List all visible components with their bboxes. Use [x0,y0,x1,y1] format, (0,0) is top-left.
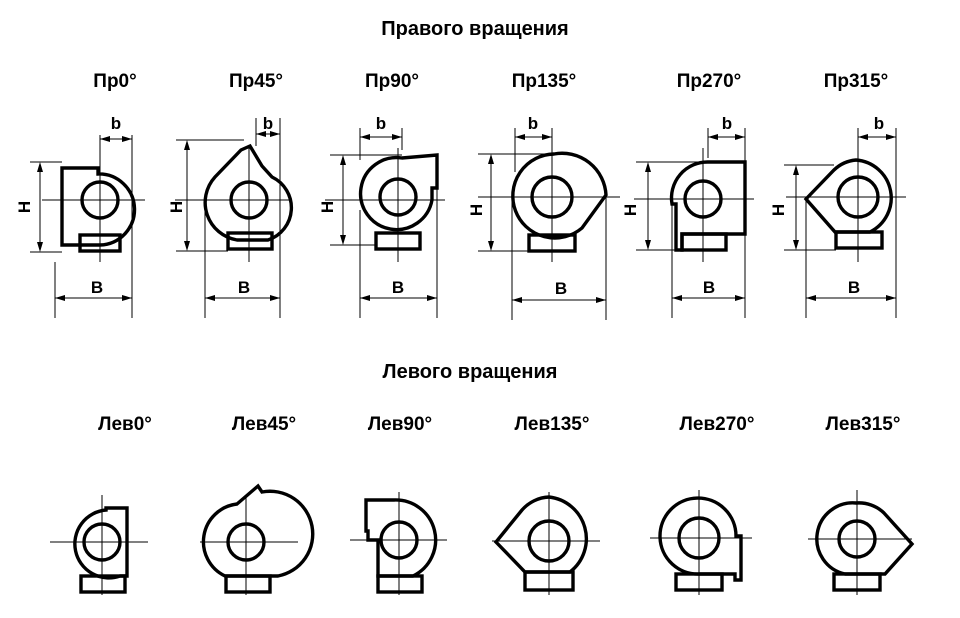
label-lev270: Лев270° [680,414,755,435]
dim-offset-letter: b [722,114,732,133]
fan-housing [42,150,145,262]
dimension-lines [478,128,607,320]
dim-offset-letter: b [528,114,538,133]
label-pr135: Пр135° [512,71,577,92]
fan-pr270: H B b [621,114,754,318]
fan-pr315: H B b [769,114,906,318]
fan-lev315 [808,490,915,595]
dim-offset-letter: b [111,114,121,133]
dim-height-letter: H [769,204,788,216]
fan-pr90: H B b [318,114,445,318]
dimension-lines [636,128,746,318]
fan-housing [478,148,620,262]
dimension-lines [30,135,133,318]
dimension-lines [176,118,281,318]
label-lev135: Лев135° [515,414,590,435]
fan-housing [786,148,906,262]
label-pr270: Пр270° [677,71,742,92]
label-pr45: Пр45° [229,71,283,92]
dim-height-letter: H [15,201,34,213]
fan-housing [175,143,294,262]
left-rotation-title: Левого вращения [383,361,558,383]
dim-height-letter: H [318,201,337,213]
dim-width-letter: B [555,279,567,298]
dim-width-letter: B [91,278,103,297]
fan-pr45: H B b [167,114,294,318]
fan-lev135 [492,492,600,595]
label-pr0: Пр0° [93,71,136,92]
dim-width-letter: B [392,278,404,297]
dimension-lines [784,128,897,318]
dim-offset-letter: b [874,114,884,133]
label-lev90: Лев90° [368,414,432,435]
fan-housing [325,148,445,262]
fan-lev45 [200,483,315,595]
label-pr90: Пр90° [365,71,419,92]
right-rotation-title: Правого вращения [381,18,568,40]
label-lev0: Лев0° [98,414,152,435]
dim-offset-letter: b [263,114,273,133]
label-pr315: Пр315° [824,71,889,92]
fan-housing [634,148,754,262]
fan-lev270 [650,490,752,595]
dim-width-letter: B [238,278,250,297]
label-lev315: Лев315° [826,414,901,435]
label-lev45: Лев45° [232,414,296,435]
fan-lev0 [50,495,148,595]
dim-height-letter: H [467,204,486,216]
dim-width-letter: B [848,278,860,297]
dim-offset-letter: b [376,114,386,133]
fan-pr135: H B b [467,114,620,320]
dim-width-letter: B [703,278,715,297]
fan-lev90 [350,492,447,595]
dim-height-letter: H [167,201,186,213]
fan-pr0: H B b [15,114,145,318]
dim-height-letter: H [621,204,640,216]
dimension-lines [330,128,438,318]
